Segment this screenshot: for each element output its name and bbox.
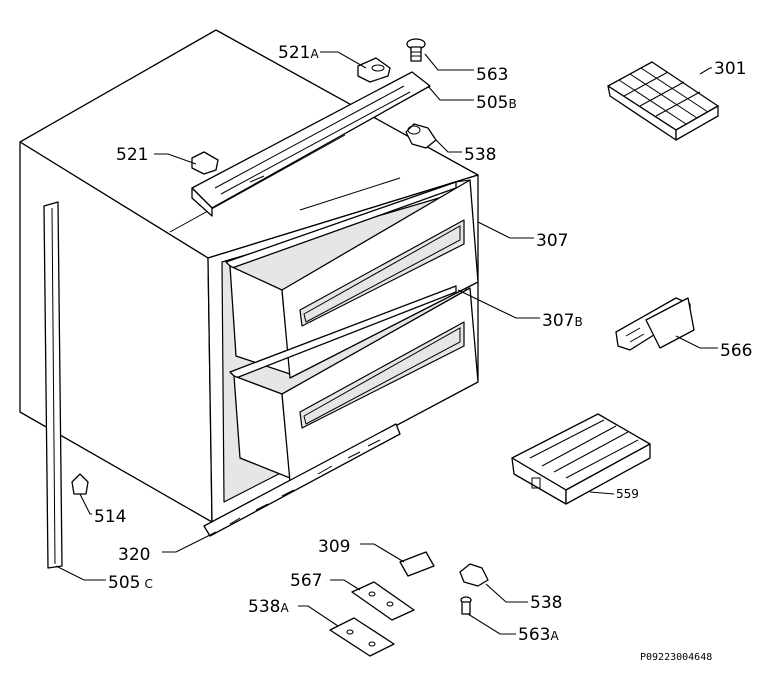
part-514 (71, 473, 89, 495)
hinge-pin-563a (460, 596, 472, 615)
bottom-rail-320 (203, 423, 401, 537)
hinge-521 (191, 151, 219, 175)
label-301: 301 (714, 59, 746, 79)
label-538-bottom: 538 (530, 593, 562, 613)
label-566: 566 (720, 341, 752, 361)
label-320: 320 (118, 545, 150, 565)
part-309 (399, 551, 435, 577)
label-505b: 505B (476, 93, 517, 113)
label-559: 559 (616, 487, 639, 501)
label-538a: 538A (248, 597, 289, 617)
ice-tray-301 (607, 61, 719, 141)
label-567: 567 (290, 571, 322, 591)
hinge-plate-538a (329, 617, 395, 657)
door-seal-505c (43, 201, 63, 569)
hinge-pin-563 (406, 38, 426, 62)
drawer-307 (225, 179, 479, 379)
label-563a: 563A (518, 625, 559, 645)
label-521: 521 (116, 145, 148, 165)
hinge-538-bottom (459, 563, 489, 587)
cold-accumulator-559 (511, 413, 651, 505)
label-521a: 521A (278, 43, 319, 63)
hinge-plate-567 (351, 581, 415, 621)
drawing-code: P09223004648 (640, 652, 712, 663)
label-538-top: 538 (464, 145, 496, 165)
label-514: 514 (94, 507, 126, 527)
label-309: 309 (318, 537, 350, 557)
drawer-307b (229, 285, 479, 483)
scraper-566 (615, 297, 695, 351)
label-563: 563 (476, 65, 508, 85)
label-307b: 307B (542, 311, 583, 331)
leader-lines (55, 51, 718, 635)
top-rail-505b (191, 71, 431, 217)
hinge-521a (357, 57, 391, 83)
label-307: 307 (536, 231, 568, 251)
